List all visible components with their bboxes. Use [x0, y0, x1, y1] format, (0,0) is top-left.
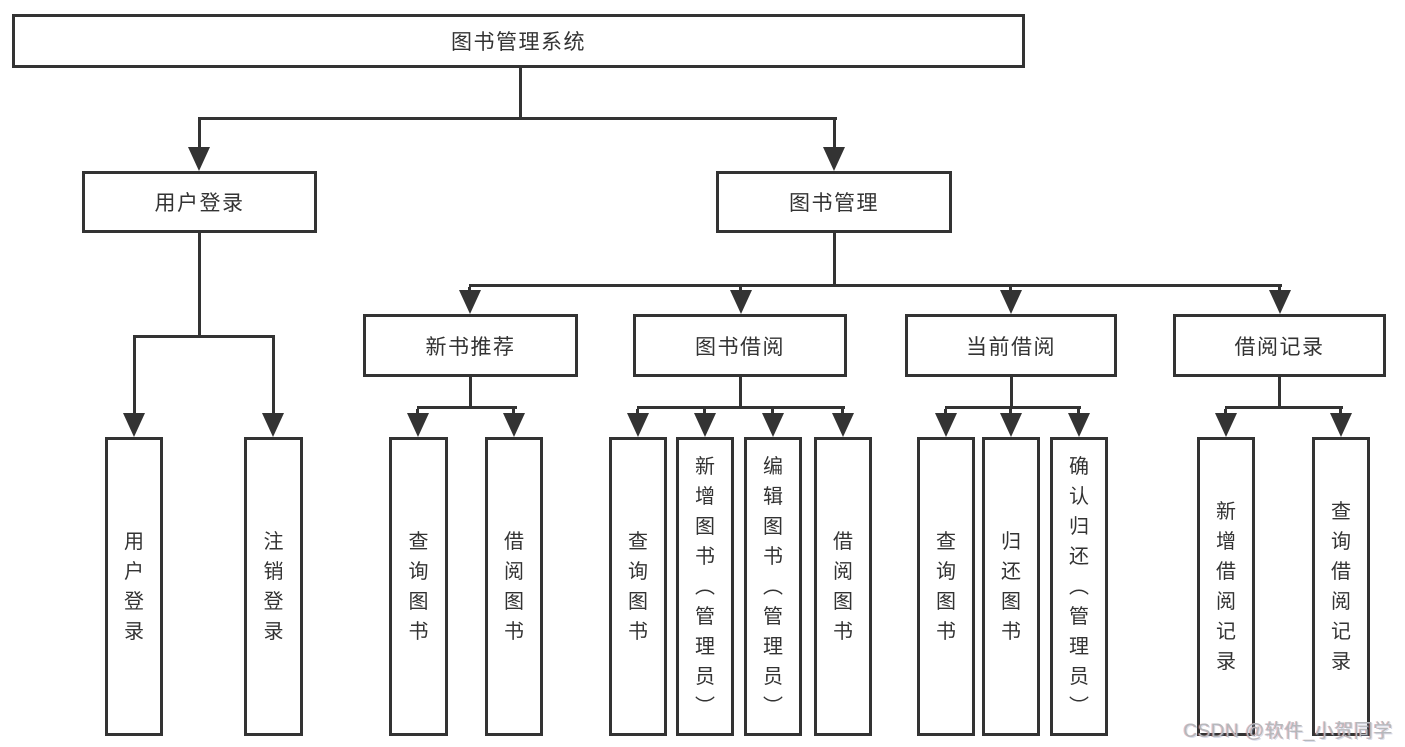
leaf-bb-borrow-books-label: 借阅图书 [833, 530, 853, 643]
connector-user-bar [133, 335, 275, 338]
leaf-logout: 注销登录 [244, 437, 303, 736]
leaf-nb-query-books: 查询图书 [389, 437, 448, 736]
connector-br-trunk [1278, 377, 1281, 408]
node-current-borrow-label: 当前借阅 [966, 335, 1056, 359]
leaf-br-query-record-label: 查询借阅记录 [1331, 500, 1351, 673]
leaf-logout-label: 注销登录 [263, 530, 284, 643]
node-borrow-records-label: 借阅记录 [1234, 335, 1325, 359]
leaf-cb-confirm-return-admin-label: 确认归还︵管理员︶ [1069, 455, 1089, 718]
leaf-cb-confirm-return-admin: 确认归还︵管理员︶ [1050, 437, 1108, 736]
leaf-br-add-record-label: 新增借阅记录 [1216, 500, 1236, 673]
connector-shaft-user-login [198, 120, 201, 152]
arrow-to-cb-query [935, 413, 957, 437]
leaf-user-login-label: 用户登录 [124, 530, 144, 643]
leaf-cb-return-books: 归还图书 [982, 437, 1040, 736]
connector-br-bar [1225, 406, 1343, 409]
connector-root-bar [198, 117, 837, 120]
node-root-label: 图书管理系统 [451, 31, 586, 54]
node-book-mgmt: 图书管理 [716, 171, 952, 233]
leaf-bb-edit-books-admin-label: 编辑图书︵管理员︶ [763, 455, 783, 718]
leaf-bb-add-books-admin-label: 新增图书︵管理员︶ [695, 455, 715, 718]
arrow-to-cb-confirm [1068, 413, 1090, 437]
node-new-book-rec: 新书推荐 [363, 314, 578, 377]
node-root: 图书管理系统 [12, 14, 1025, 68]
node-book-borrow: 图书借阅 [633, 314, 847, 377]
leaf-br-add-record: 新增借阅记录 [1197, 437, 1255, 736]
arrow-to-br-query [1330, 413, 1352, 437]
csdn-watermark: CSDN @软件_小贺同学 [1183, 721, 1393, 742]
connector-bb-bar [637, 406, 845, 409]
leaf-user-login: 用户登录 [105, 437, 163, 736]
node-book-borrow-label: 图书借阅 [695, 335, 785, 359]
connector-shaft-leaf-user-login [133, 338, 136, 418]
arrow-to-bb-query [627, 413, 649, 437]
leaf-br-query-record: 查询借阅记录 [1312, 437, 1370, 736]
leaf-bb-add-books-admin: 新增图书︵管理员︶ [676, 437, 734, 736]
connector-book-trunk [833, 233, 836, 287]
arrow-to-leaf-logout [262, 413, 284, 437]
arrow-to-book-borrow [730, 290, 752, 314]
leaf-nb-borrow-books-label: 借阅图书 [504, 530, 524, 643]
arrow-to-br-add [1215, 413, 1237, 437]
leaf-cb-query-books: 查询图书 [917, 437, 975, 736]
connector-nbr-bar [417, 406, 517, 409]
node-user-login-label: 用户登录 [154, 192, 245, 215]
connector-root-trunk [519, 68, 522, 120]
connector-bb-trunk [739, 377, 742, 408]
leaf-bb-borrow-books: 借阅图书 [814, 437, 872, 736]
leaf-cb-query-books-label: 查询图书 [936, 530, 956, 643]
connector-user-trunk [198, 233, 201, 338]
node-user-login: 用户登录 [82, 171, 317, 233]
leaf-bb-query-books: 查询图书 [609, 437, 667, 736]
arrow-to-current-borrow [1000, 290, 1022, 314]
connector-shaft-leaf-logout [272, 338, 275, 418]
arrow-to-nb-borrow [503, 413, 525, 437]
arrow-to-borrow-records [1269, 290, 1291, 314]
leaf-nb-query-books-label: 查询图书 [408, 530, 429, 643]
leaf-cb-return-books-label: 归还图书 [1001, 530, 1021, 643]
arrow-to-cb-return [1000, 413, 1022, 437]
arrow-to-book-mgmt [823, 147, 845, 171]
node-borrow-records: 借阅记录 [1173, 314, 1386, 377]
leaf-nb-borrow-books: 借阅图书 [485, 437, 543, 736]
arrow-to-new-book-rec [459, 290, 481, 314]
connector-cb-trunk [1010, 377, 1013, 408]
leaf-bb-edit-books-admin: 编辑图书︵管理员︶ [744, 437, 802, 736]
arrow-to-bb-edit [762, 413, 784, 437]
connector-nbr-trunk [469, 377, 472, 408]
arrow-to-user-login [188, 147, 210, 171]
node-book-mgmt-label: 图书管理 [789, 192, 879, 215]
connector-shaft-book-mgmt [833, 120, 836, 152]
node-new-book-rec-label: 新书推荐 [425, 335, 516, 359]
arrow-to-bb-borrow [832, 413, 854, 437]
arrow-to-leaf-user-login [123, 413, 145, 437]
connector-cb-bar [945, 406, 1081, 409]
arrow-to-bb-add [694, 413, 716, 437]
connector-book-bar [469, 284, 1282, 287]
arrow-to-nb-query [407, 413, 429, 437]
leaf-bb-query-books-label: 查询图书 [628, 530, 648, 643]
node-current-borrow: 当前借阅 [905, 314, 1117, 377]
